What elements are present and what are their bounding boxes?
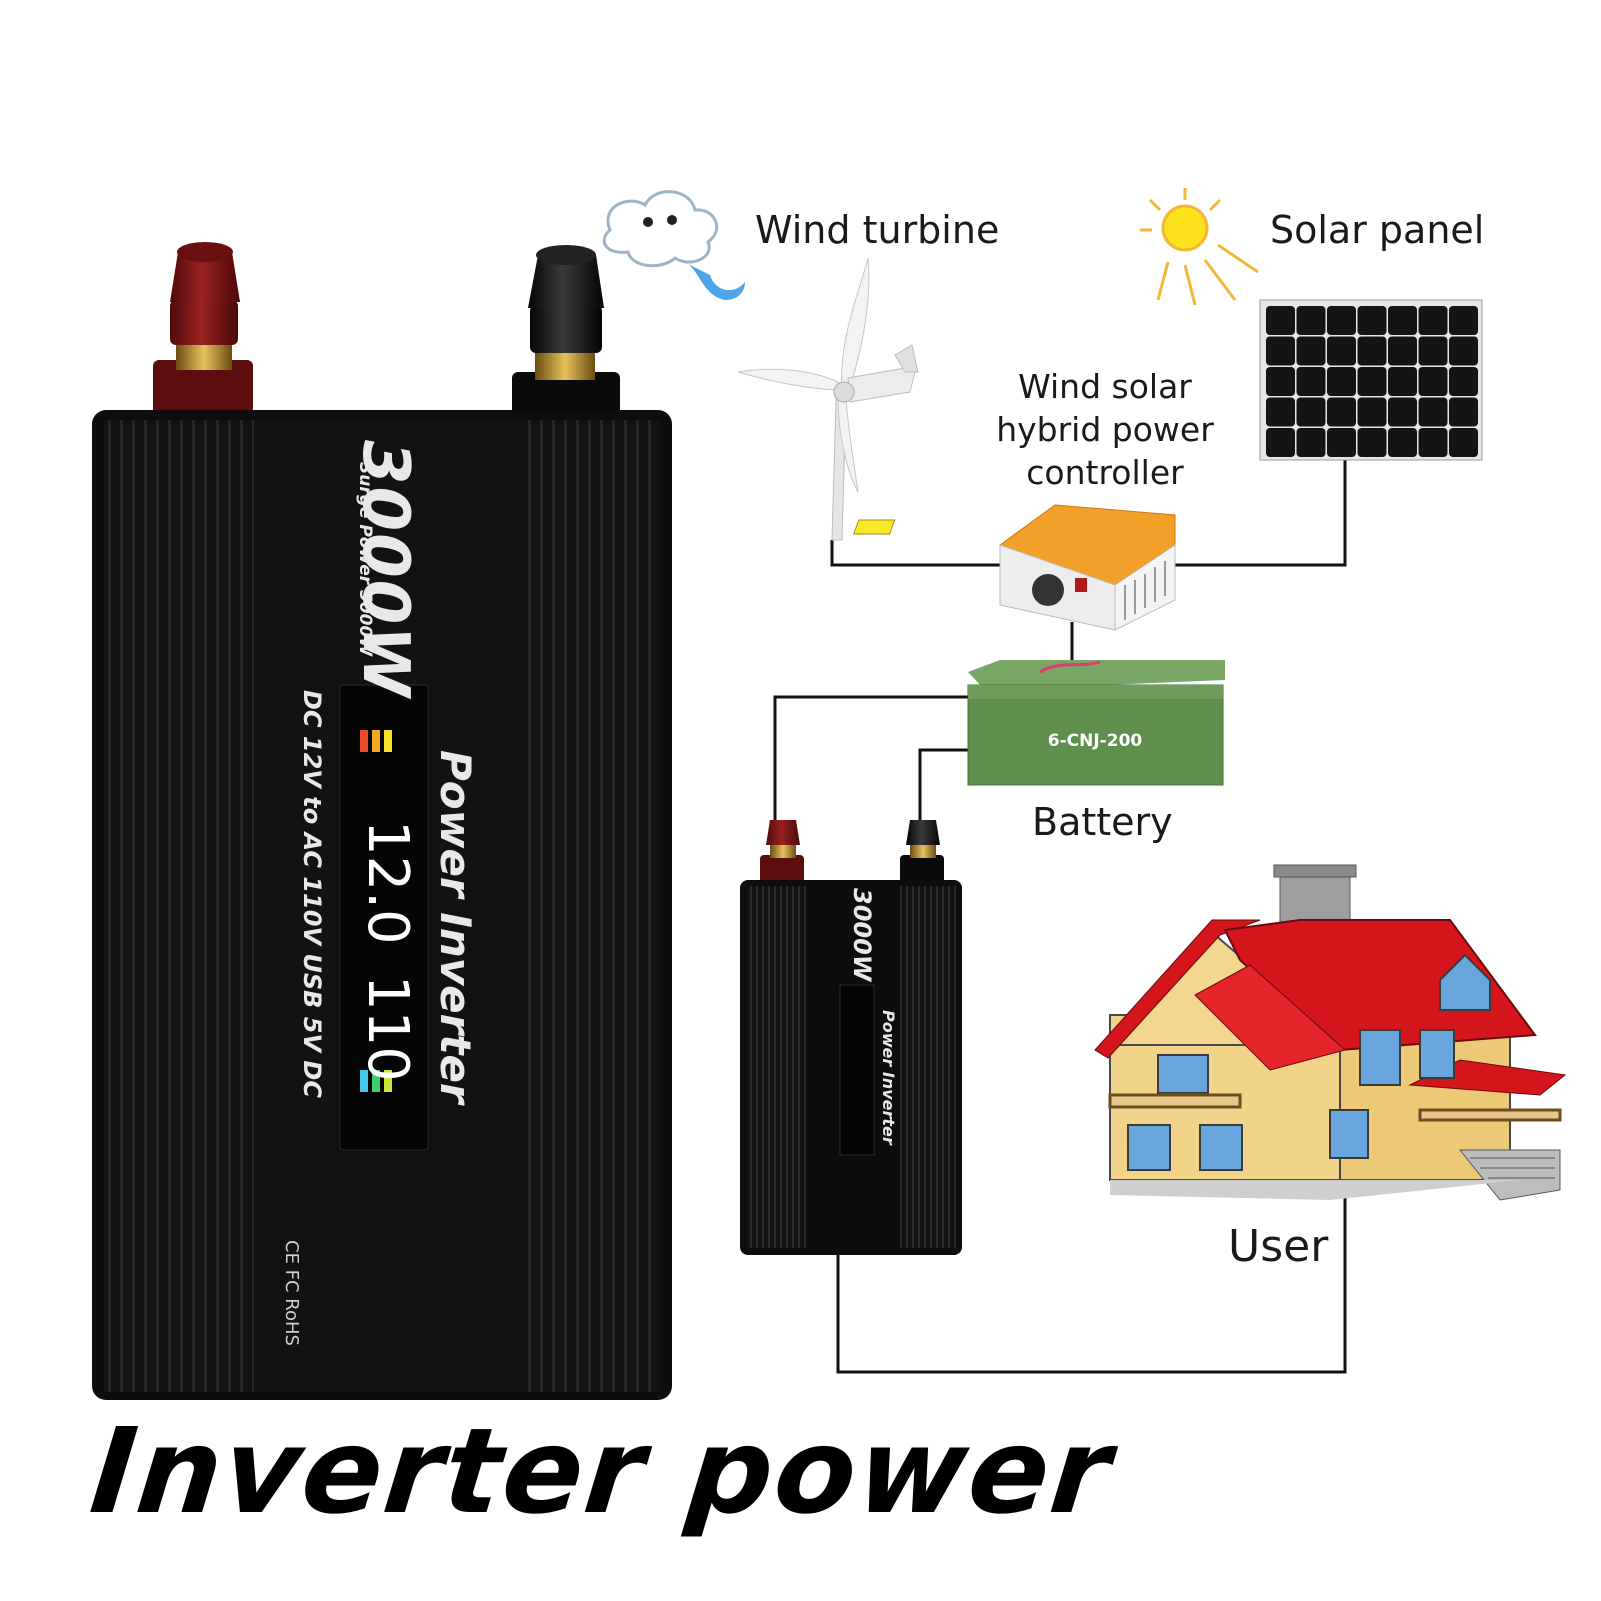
solar-cell bbox=[1327, 397, 1356, 427]
solar-cell bbox=[1449, 367, 1478, 396]
terminal-positive-large bbox=[153, 242, 253, 415]
wire-inverter-user bbox=[836, 1180, 1347, 1374]
solar-cell bbox=[1357, 367, 1387, 396]
wire-turbine-controller bbox=[830, 540, 1000, 567]
solar-cell bbox=[1296, 367, 1326, 396]
solar-cell bbox=[1388, 306, 1417, 335]
solar-cell bbox=[1327, 428, 1356, 457]
wire-solar-controller bbox=[1165, 460, 1347, 567]
wire-battery-inverter-positive bbox=[773, 695, 968, 820]
inverter-name: Power Inverter bbox=[431, 750, 480, 1104]
solar-cell bbox=[1357, 306, 1387, 335]
solar-cell bbox=[1388, 336, 1417, 366]
solar-cell bbox=[1296, 428, 1326, 457]
solar-cell bbox=[1388, 397, 1417, 427]
battery-icon: 6-CNJ-200 bbox=[967, 660, 1225, 786]
wiring bbox=[773, 460, 1347, 1374]
label-battery: Battery bbox=[1032, 800, 1173, 844]
headline: Inverter power bbox=[84, 1402, 1119, 1540]
solar-cell bbox=[1266, 397, 1295, 427]
label-user: User bbox=[1228, 1221, 1329, 1272]
solar-cell bbox=[1418, 397, 1448, 427]
solar-cell bbox=[1418, 428, 1448, 457]
inverter-small bbox=[740, 820, 962, 1255]
solar-cell bbox=[1327, 367, 1356, 396]
house-icon bbox=[1094, 864, 1567, 1201]
solar-cell bbox=[1418, 336, 1448, 366]
solar-panel-icon bbox=[1259, 299, 1483, 461]
display-bars-bottom bbox=[360, 1070, 392, 1092]
solar-cell bbox=[1449, 306, 1478, 335]
inverter-certs: CE FC RoHS bbox=[281, 1240, 302, 1346]
wind-cloud-icon bbox=[602, 190, 745, 300]
solar-cell bbox=[1266, 367, 1295, 396]
terminal-negative-small bbox=[900, 820, 944, 885]
solar-cell bbox=[1357, 428, 1387, 457]
label-solar-panel: Solar panel bbox=[1270, 208, 1485, 252]
solar-cell bbox=[1418, 367, 1448, 396]
wind-turbine-icon bbox=[737, 257, 919, 541]
solar-cell bbox=[1388, 367, 1417, 396]
solar-cell bbox=[1296, 397, 1326, 427]
solar-cell bbox=[1449, 397, 1478, 427]
inverter-large bbox=[92, 242, 672, 1400]
inverter-small-name: Power Inverter bbox=[879, 1010, 898, 1145]
solar-cell bbox=[1388, 428, 1417, 457]
solar-cell bbox=[1327, 336, 1356, 366]
solar-cell bbox=[1357, 397, 1387, 427]
label-controller-line2: hybrid power bbox=[996, 410, 1214, 449]
solar-cell bbox=[1266, 336, 1295, 366]
terminal-positive-small bbox=[760, 820, 804, 885]
terminal-negative-large bbox=[512, 245, 620, 422]
inverter-spec: DC 12V to AC 110V USB 5V DC bbox=[298, 690, 326, 1098]
label-controller-line3: controller bbox=[1026, 453, 1184, 492]
display-bars-top bbox=[360, 730, 392, 752]
solar-cell bbox=[1266, 306, 1295, 335]
controller-icon bbox=[852, 504, 1176, 631]
solar-cell bbox=[1449, 428, 1478, 457]
inverter-display-battery: 12.0 bbox=[355, 820, 420, 945]
solar-cell bbox=[1449, 336, 1478, 366]
wire-battery-inverter-negative bbox=[918, 748, 985, 820]
solar-cell bbox=[1266, 428, 1295, 457]
label-controller-line1: Wind solar bbox=[1018, 367, 1192, 406]
solar-cell bbox=[1296, 306, 1326, 335]
sun-icon bbox=[1140, 188, 1259, 306]
inverter-display-output: 110 bbox=[355, 975, 420, 1082]
label-controller: Wind solar hybrid power controller bbox=[990, 365, 1220, 494]
solar-cell bbox=[1357, 336, 1387, 366]
inverter-surge-text: Surge Power 5000W bbox=[355, 462, 375, 657]
solar-cell bbox=[1296, 336, 1326, 366]
inverter-small-rating: 3000W bbox=[848, 888, 876, 982]
solar-cell bbox=[1327, 306, 1356, 335]
battery-model-text: 6-CNJ-200 bbox=[1048, 731, 1143, 751]
label-wind-turbine: Wind turbine bbox=[755, 208, 1000, 252]
solar-cell bbox=[1418, 306, 1448, 335]
